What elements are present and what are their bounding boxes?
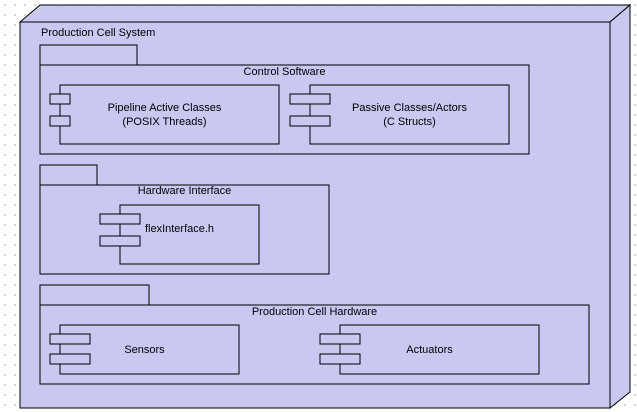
component-label-pipeline: Pipeline Active Classes (POSIX Threads) (70, 101, 259, 129)
package-tab (39, 164, 98, 186)
package-title-production-cell-hardware: Production Cell Hardware (251, 306, 378, 318)
component-passive-classes (289, 84, 510, 145)
package-tab (39, 44, 138, 66)
component-pipeline-active-classes (49, 84, 280, 145)
package-production-cell-hardware (39, 284, 590, 385)
component-port-icon (289, 115, 331, 127)
component-actuators (319, 324, 540, 375)
component-flexinterface (99, 204, 260, 265)
component-label-line2: (C Structs) (383, 116, 436, 128)
node-top-face (18, 4, 632, 23)
component-port-icon (49, 93, 71, 105)
component-port-icon (49, 353, 91, 365)
component-label-sensors: Sensors (124, 344, 165, 356)
package-tab (39, 284, 150, 306)
package-title-hardware-interface: Hardware Interface (137, 185, 232, 197)
component-label-passive: Passive Classes/Actors (C Structs) (330, 101, 489, 129)
component-label-actuators: Actuators (406, 344, 453, 356)
component-port-icon (319, 353, 361, 365)
component-label-flexinterface: flexInterface.h (144, 223, 215, 235)
component-label-line1: Passive Classes/Actors (352, 102, 467, 114)
component-port-icon (319, 333, 361, 345)
package-hardware-interface (39, 164, 330, 275)
component-sensors (49, 324, 240, 375)
component-port-icon (289, 93, 331, 105)
component-label-line1: Pipeline Active Classes (107, 102, 222, 114)
component-port-icon (99, 235, 141, 247)
package-control-software (39, 44, 530, 155)
component-port-icon (49, 115, 71, 127)
node-side-face (609, 3, 631, 410)
component-label-line2: (POSIX Threads) (122, 116, 207, 128)
component-port-icon (49, 333, 91, 345)
node-title: Production Cell System (41, 27, 156, 39)
component-port-icon (99, 213, 141, 225)
package-title-control-software: Control Software (243, 66, 326, 78)
